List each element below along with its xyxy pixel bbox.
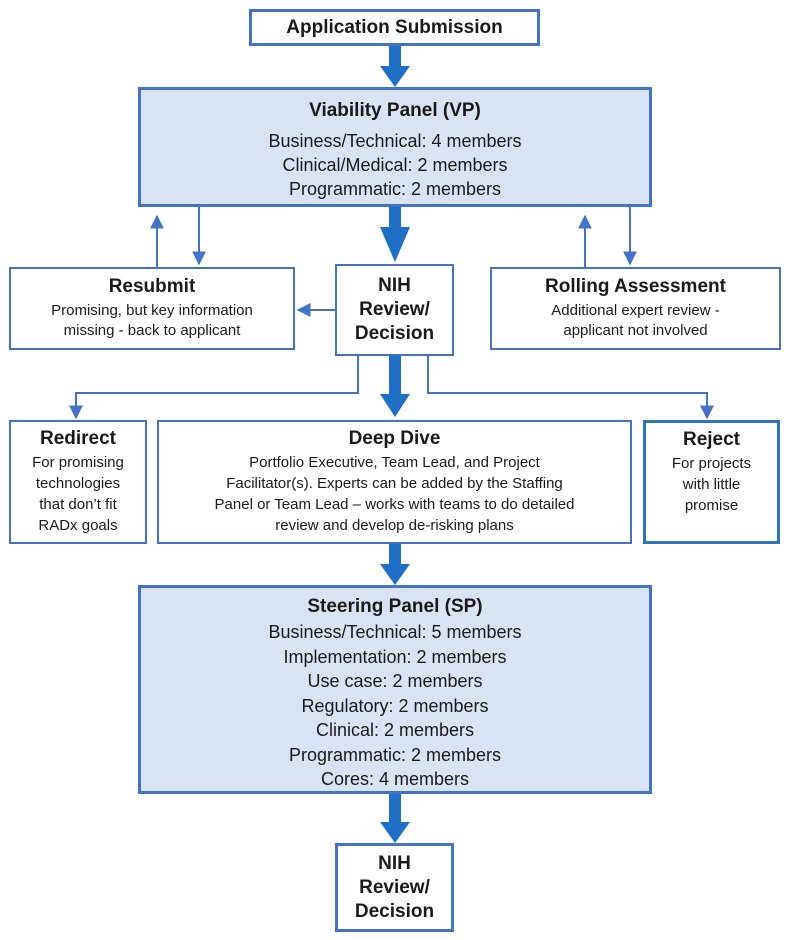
rolling-assessment-box: Rolling Assessment Additional expert rev…: [490, 267, 781, 350]
arrow-nih-review-to-deep-dive: [380, 356, 410, 417]
deep-dive-line: review and develop de-risking plans: [275, 517, 514, 534]
nih-review-line: Review/: [359, 876, 430, 898]
viability-panel-title: Viability Panel (VP): [309, 100, 481, 121]
resubmit-line: missing - back to applicant: [63, 322, 241, 339]
nih-review-line: Decision: [354, 323, 435, 344]
steering-panel-line: Cores: 4 members: [320, 769, 470, 789]
reject-box: Reject For projects with little promise: [643, 420, 780, 544]
rolling-assessment-title: Rolling Assessment: [545, 276, 726, 297]
deep-dive-line: Facilitator(s). Experts can be added by …: [226, 475, 563, 492]
reject-title: Reject: [682, 429, 741, 450]
steering-panel-line: Use case: 2 members: [307, 671, 483, 691]
arrow-nih-review-to-redirect: [69, 356, 359, 420]
steering-panel-title: Steering Panel (SP): [307, 596, 483, 617]
nih-review-decision-box-1: NIH Review/ Decision: [335, 264, 454, 356]
reject-line: promise: [684, 497, 739, 514]
steering-panel-line: Programmatic: 2 members: [288, 744, 502, 765]
reject-line: For projects: [671, 455, 752, 472]
arrow-viability-to-nih-review: [380, 207, 410, 262]
viability-panel-line: Business/Technical: 4 members: [268, 131, 522, 151]
deep-dive-line: Panel or Team Lead – works with teams to…: [214, 496, 575, 513]
rolling-assessment-line: Additional expert review -: [551, 302, 720, 319]
nih-review-line: NIH: [378, 852, 411, 874]
redirect-title: Redirect: [39, 428, 117, 449]
arrow-application-to-viability: [380, 46, 410, 87]
steering-panel-line: Business/Technical: 5 members: [268, 622, 522, 642]
viability-panel-line: Programmatic: 2 members: [288, 179, 502, 199]
application-submission-box: Application Submission: [249, 9, 540, 46]
nih-review-line: Review/: [359, 299, 430, 320]
resubmit-box: Resubmit Promising, but key information …: [9, 267, 295, 350]
viability-panel-box: Viability Panel (VP) Business/Technical:…: [138, 87, 652, 207]
deep-dive-title: Deep Dive: [348, 428, 441, 449]
resubmit-title: Resubmit: [108, 276, 196, 297]
redirect-box: Redirect For promising technologies that…: [9, 420, 147, 544]
redirect-line: that don’t fit: [39, 496, 117, 513]
deep-dive-line: Portfolio Executive, Team Lead, and Proj…: [249, 454, 540, 471]
reject-line: with little: [682, 476, 741, 493]
arrow-deep-dive-to-steering: [380, 544, 410, 585]
steering-panel-line: Clinical: 2 members: [315, 720, 475, 740]
steering-panel-line: Implementation: 2 members: [283, 646, 507, 667]
arrow-steering-to-nih-review: [380, 794, 410, 843]
nih-review-line: NIH: [378, 275, 411, 296]
deep-dive-box: Deep Dive Portfolio Executive, Team Lead…: [157, 420, 632, 544]
nih-review-decision-box-2: NIH Review/ Decision: [335, 843, 454, 932]
redirect-line: RADx goals: [38, 517, 118, 534]
arrow-nih-review-to-reject: [427, 356, 714, 420]
redirect-line: technologies: [35, 475, 121, 492]
steering-panel-line: Regulatory: 2 members: [301, 695, 489, 716]
redirect-line: For promising: [32, 454, 124, 471]
viability-panel-line: Clinical/Medical: 2 members: [282, 155, 508, 175]
nih-review-line: Decision: [354, 900, 435, 922]
rolling-assessment-line: applicant not involved: [563, 322, 708, 339]
resubmit-line: Promising, but key information: [51, 302, 253, 319]
steering-panel-box: Steering Panel (SP) Business/Technical: …: [138, 585, 652, 794]
application-submission-title: Application Submission: [286, 16, 503, 38]
